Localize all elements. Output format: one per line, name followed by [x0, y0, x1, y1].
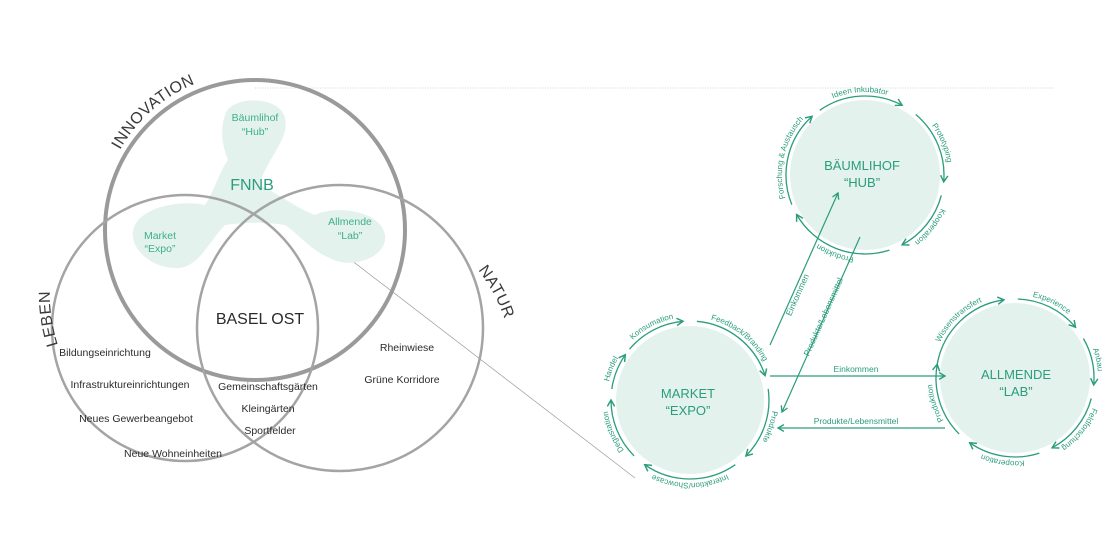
venn-circle-innovation: [103, 78, 407, 382]
expo-cycle-arrow: [696, 320, 768, 377]
leben-item: Neue Wohneinheiten: [124, 448, 222, 460]
blob-label-expo-line2: “Expo”: [145, 243, 176, 255]
lab-title: ALLMENDE: [981, 367, 1051, 382]
lab-cycle-arrow: [968, 441, 1040, 458]
overlap-item: Kleingärten: [241, 403, 294, 415]
lab-cycle-arrow: [1082, 338, 1099, 387]
node-lab: [940, 303, 1090, 453]
set-label-innovation: INNOVATION: [109, 72, 197, 152]
link-label-lab-to-expo: Produkte/Lebensmittel: [814, 416, 899, 426]
blob-label-lab-line1: Allmende: [328, 216, 372, 228]
link-label-hub-to-expo: Produkte/Lebensmittel: [801, 276, 845, 357]
overlap-item: Sportfelder: [244, 425, 296, 437]
hub-cycle-arrow: [819, 95, 904, 111]
leben-item: Infrastruktureinrichtungen: [70, 379, 189, 391]
blob-label-lab-line2: “Lab”: [338, 230, 363, 242]
leben-item: Bildungseinrichtung: [59, 347, 151, 359]
link-hub-to-expo: [780, 236, 861, 414]
blob-label-hub-line1: Bäumlihof: [232, 112, 279, 124]
expo-cycle-arrow: [744, 388, 770, 457]
blob-label-expo-line1: Market: [144, 230, 176, 242]
expo-cycle-arrow: [611, 353, 627, 390]
expo-title: MARKET: [661, 386, 715, 401]
expo-cycle-label: Interaktion/Showcase: [649, 472, 730, 490]
natur-item: Grüne Korridore: [364, 374, 439, 386]
expo-subtitle: “EXPO”: [666, 403, 711, 418]
hub-title: BÄUMLIHOF: [824, 158, 900, 173]
lab-cycle-arrow: [931, 362, 960, 435]
node-hub: [790, 100, 940, 250]
link-expo-to-hub: [769, 191, 840, 346]
venn-circle-leben: [50, 193, 320, 463]
natur-item: Rheinwiese: [380, 342, 434, 354]
leben-item: Neues Gewerbeangebot: [79, 413, 193, 425]
fnnb-blob: [132, 100, 386, 269]
hub-subtitle: “HUB”: [844, 175, 880, 190]
hub-cycle-arrow: [900, 195, 942, 246]
venn-circle-natur: [195, 183, 485, 473]
lab-subtitle: “LAB”: [999, 384, 1032, 399]
lab-cycle-arrow: [1017, 298, 1077, 329]
blob-label-hub-line2: “Hub”: [242, 126, 269, 138]
hub-cycle-arrow: [915, 114, 949, 184]
lab-cycle-arrow: [936, 296, 1006, 365]
lab-cycle-arrow: [1050, 398, 1092, 449]
hub-cycle-arrow: [785, 115, 814, 205]
lab-cycle-label: Kooperation: [979, 452, 1025, 468]
link-label-expo-to-hub: Einkommen: [784, 272, 811, 317]
fnnb-label: FNNB: [230, 177, 274, 194]
node-expo: [616, 326, 764, 474]
link-label-expo-to-lab: Einkommen: [834, 364, 879, 374]
expo-cycle-arrow: [606, 398, 635, 457]
expo-cycle-label: Produkte: [760, 410, 779, 444]
set-label-leben: LEBEN: [37, 291, 62, 349]
hub-cycle-arrow: [795, 213, 890, 255]
expo-cycle-arrow: [629, 317, 685, 350]
overlap-item: Gemeinschaftsgärten: [218, 381, 318, 393]
expo-cycle-arrow: [643, 463, 736, 480]
center-label: BASEL OST: [216, 311, 305, 328]
